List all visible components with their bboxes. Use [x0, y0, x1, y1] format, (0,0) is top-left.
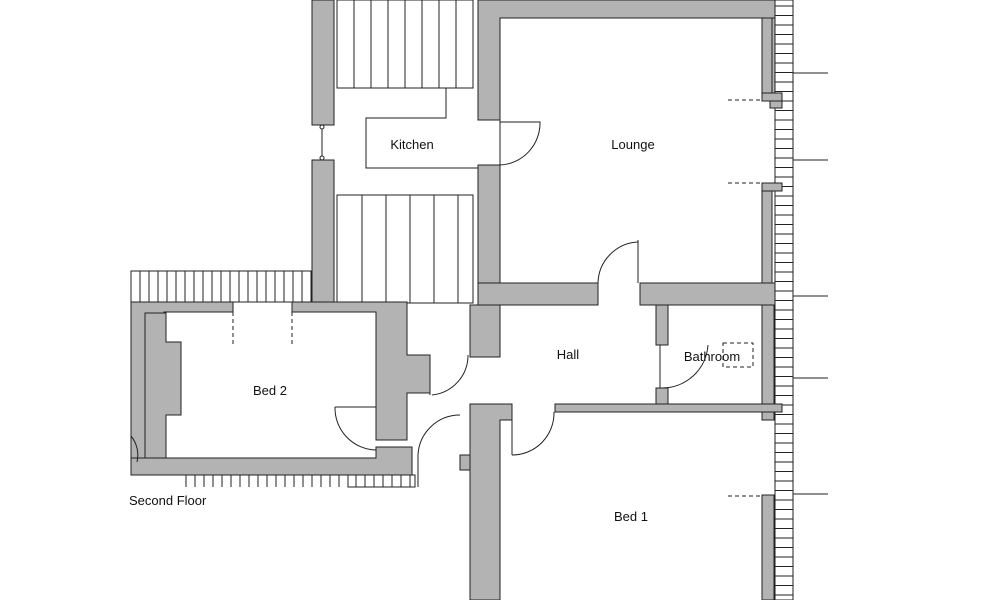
room-label-bathroom: Bathroom [684, 349, 740, 364]
lounge-south-wall [477, 282, 599, 306]
room-label-kitchen: Kitchen [390, 137, 433, 152]
kitchen-west-wall-lower [311, 159, 335, 303]
bed2-south-wall [130, 446, 413, 476]
landing-door[interactable] [417, 414, 461, 487]
hall-south-wall [554, 403, 783, 413]
bed2-south-sill [347, 474, 416, 488]
bed1-east-wall [761, 494, 775, 600]
bed1-west-stub [459, 454, 471, 471]
bathroom-west-wall-lower [655, 387, 669, 405]
top-wall [477, 0, 776, 121]
lounge-east-wall-upper [761, 17, 773, 101]
right-external-wall [774, 0, 828, 600]
lounge-east-wall-jamb2 [761, 92, 783, 102]
lounge-east-wall-lower [761, 182, 773, 284]
hall-west-pillar [469, 304, 501, 358]
bed2-north-wall-right [291, 301, 431, 441]
lower-stairs [336, 194, 474, 304]
lounge-east-wall-jamb [761, 182, 783, 192]
bed2-north-rail [130, 270, 313, 303]
floor-label: Second Floor [129, 493, 207, 508]
stair-door-marks [319, 124, 325, 161]
kitchen-west-wall-upper [311, 0, 335, 126]
bed2-door[interactable] [334, 406, 377, 451]
bathroom-door[interactable] [659, 344, 709, 389]
room-label-hall: Hall [557, 347, 580, 362]
upper-stairs [336, 0, 474, 89]
lounge-south-wall-right [639, 282, 776, 306]
room-label-lounge: Lounge [611, 137, 654, 152]
bed1-west-wall [469, 403, 513, 600]
lounge-hall-door[interactable] [597, 240, 639, 284]
room-label-bed2: Bed 2 [253, 383, 287, 398]
hall-door-left[interactable] [429, 354, 469, 396]
bed1-east-wall-top [761, 411, 775, 421]
kitchen-counter [365, 88, 478, 169]
bed2-west-wall [144, 312, 182, 461]
bed1-door[interactable] [511, 411, 555, 456]
bathroom-east-wall [761, 304, 775, 406]
kitchen-lounge-door[interactable] [499, 120, 541, 166]
offscreen-door-arc [130, 435, 139, 463]
bathroom-fixture [722, 342, 754, 368]
room-label-bed1: Bed 1 [614, 509, 648, 524]
bathroom-west-wall [655, 304, 669, 346]
